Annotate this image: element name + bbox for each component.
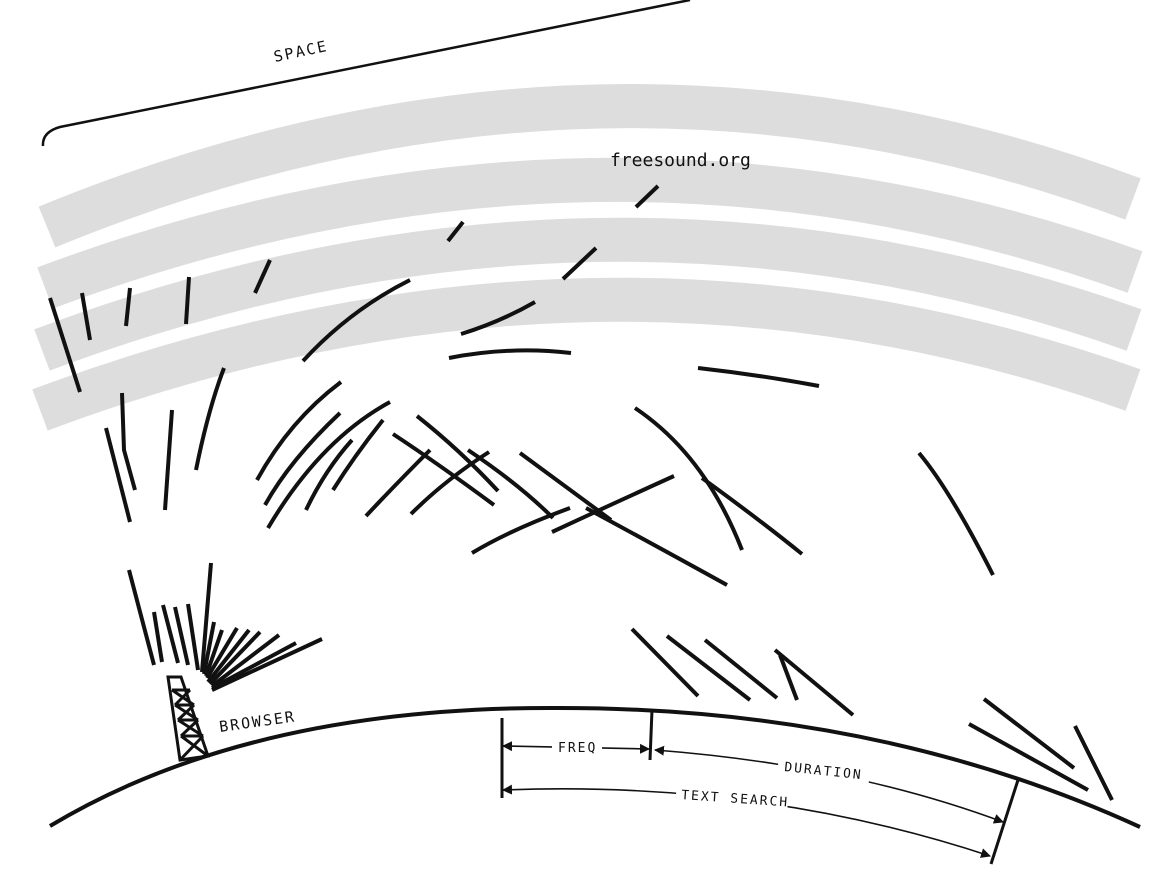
atmosphere-band bbox=[32, 277, 1141, 431]
ray-segment bbox=[161, 604, 180, 664]
ray-segment bbox=[1073, 725, 1114, 801]
ray-segment bbox=[697, 366, 820, 388]
ray-segment bbox=[630, 627, 700, 698]
ray-segment bbox=[466, 448, 555, 520]
ray-segment bbox=[104, 427, 132, 523]
ray-segment bbox=[202, 621, 216, 675]
ray-segment bbox=[184, 276, 191, 325]
ray-segment bbox=[409, 450, 491, 516]
ray-segment bbox=[304, 438, 354, 511]
ray-segment bbox=[448, 348, 572, 360]
atmosphere-bands bbox=[32, 84, 1143, 431]
space-boundary bbox=[41, 0, 691, 147]
ray-segment bbox=[205, 626, 239, 680]
ray-segment bbox=[266, 400, 391, 530]
ray-segment bbox=[204, 629, 224, 677]
ray-segment bbox=[700, 476, 804, 556]
signal-rays bbox=[48, 184, 1114, 801]
ray-segment bbox=[982, 697, 1076, 770]
ray-segment bbox=[773, 648, 855, 717]
ray-segment bbox=[415, 414, 500, 493]
space-label: SPACE bbox=[272, 37, 330, 66]
ray-segment bbox=[634, 184, 660, 209]
ray-segment bbox=[163, 409, 174, 511]
ray-segment bbox=[120, 392, 137, 491]
ray-segment bbox=[186, 603, 200, 671]
ray-segment bbox=[518, 451, 613, 522]
ray-segment bbox=[255, 380, 343, 481]
ray-segment bbox=[778, 654, 799, 701]
ray-segment bbox=[200, 562, 213, 673]
ray-segment bbox=[206, 628, 251, 684]
ray-segment bbox=[917, 451, 995, 576]
ray-segment bbox=[446, 220, 465, 243]
ray-segment bbox=[585, 506, 728, 587]
ray-segment bbox=[665, 634, 752, 702]
atmosphere-band bbox=[34, 217, 1142, 371]
earth-surface bbox=[48, 705, 1141, 829]
ray-segment bbox=[210, 633, 281, 688]
dimension-tick bbox=[989, 779, 1020, 865]
ray-segment bbox=[152, 611, 164, 663]
ray-segment bbox=[968, 722, 1089, 792]
radio-tower-icon bbox=[166, 675, 211, 762]
ray-segment bbox=[194, 367, 226, 471]
ray-segment bbox=[561, 246, 598, 281]
ray-segment bbox=[127, 569, 156, 666]
ray-segment bbox=[551, 474, 675, 534]
ray-segment bbox=[173, 606, 190, 666]
ray-segment bbox=[364, 448, 432, 518]
browser-label: BROWSER bbox=[218, 707, 297, 736]
ray-segment bbox=[391, 432, 496, 507]
ray-segment bbox=[301, 278, 411, 363]
ray-segment bbox=[460, 300, 536, 336]
dimension-markers: FREQ DURATION TEXT SEARCH bbox=[500, 709, 1020, 865]
ray-segment bbox=[331, 418, 385, 492]
ray-segment bbox=[470, 506, 571, 555]
dimension-tick bbox=[648, 709, 654, 761]
freq-label: FREQ bbox=[558, 741, 597, 756]
atmosphere-band bbox=[37, 157, 1143, 309]
ray-segment bbox=[124, 287, 132, 327]
ray-segment bbox=[208, 630, 262, 686]
ray-segment bbox=[263, 411, 342, 506]
atmosphere-band bbox=[38, 84, 1141, 248]
ray-segment bbox=[703, 638, 779, 700]
ray-segment bbox=[211, 637, 323, 692]
ray-segment bbox=[253, 259, 272, 294]
site-label: freesound.org bbox=[610, 150, 751, 171]
ray-segment bbox=[48, 297, 82, 393]
ray-segment bbox=[211, 641, 297, 690]
ray-segment bbox=[80, 292, 92, 341]
ray-segment bbox=[633, 406, 744, 551]
